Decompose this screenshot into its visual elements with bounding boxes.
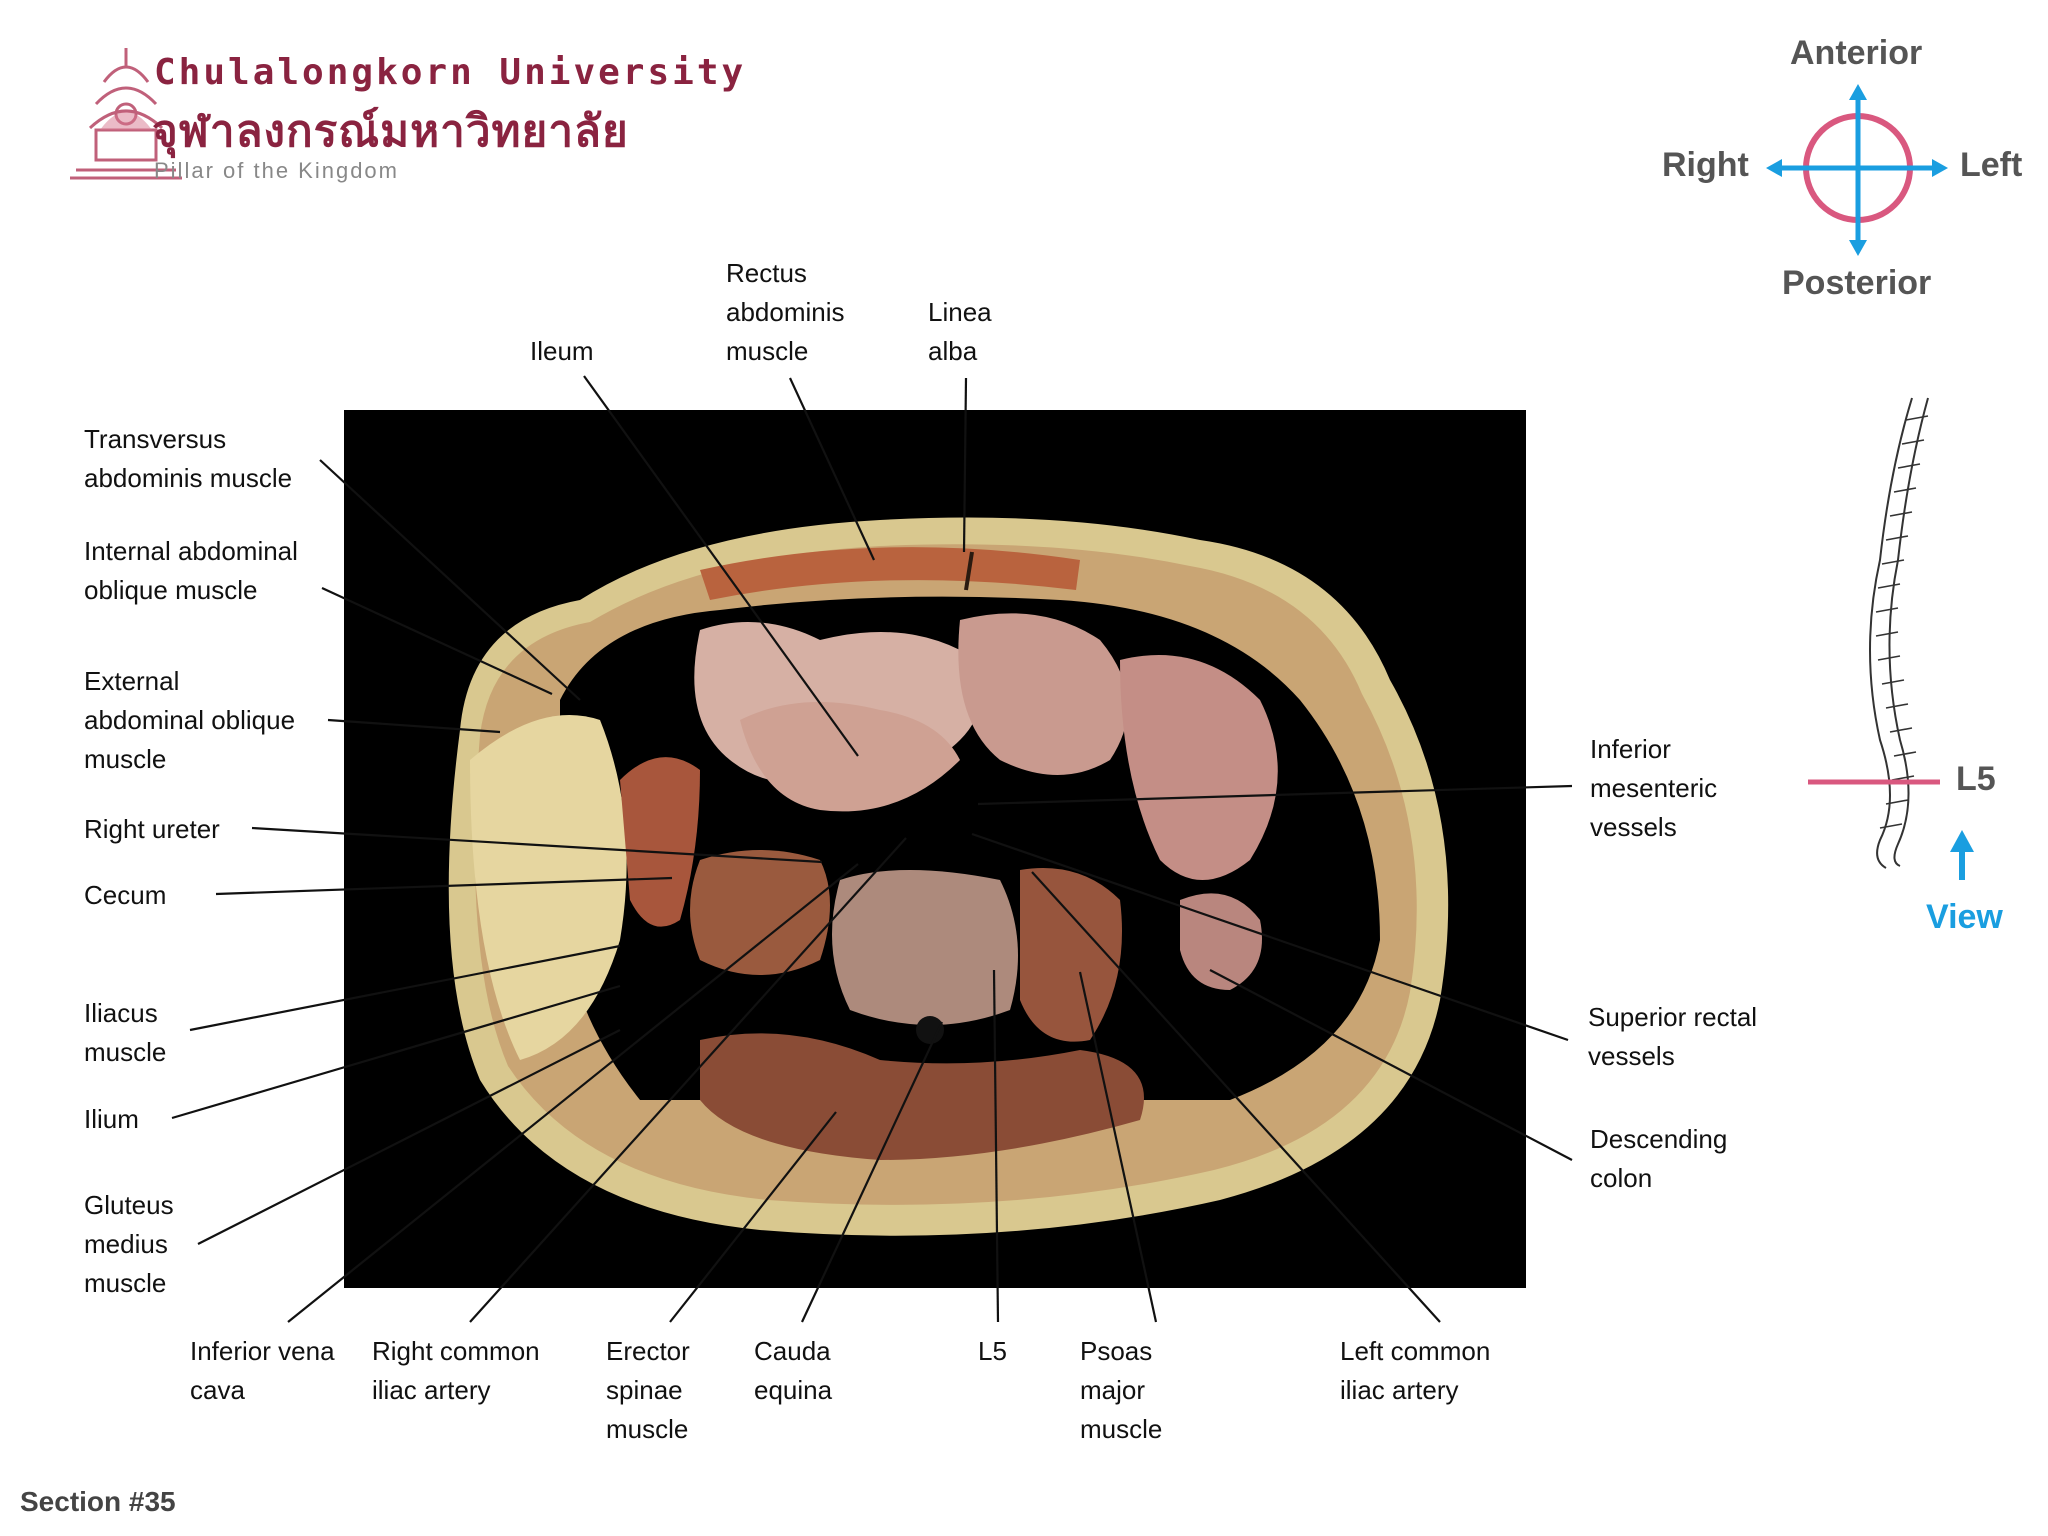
leader-line-cecum (215, 876, 673, 896)
view-label: View (1926, 898, 2003, 936)
arrow-left-icon (1766, 159, 1782, 177)
orientation-right: Right (1662, 146, 1749, 184)
label-right-ureter: Right ureter (84, 814, 220, 844)
leader-line-inferior-mesenteric (977, 784, 1573, 806)
spine-level-label: L5 (1956, 760, 1996, 798)
leader-line-linea-alba (962, 377, 968, 553)
leader-line-right-ureter (251, 826, 823, 864)
leader-line-l5 (992, 969, 1000, 1323)
orientation-left: Left (1960, 146, 2023, 184)
leader-line-right-iliac (469, 837, 907, 1323)
arrow-up-icon (1849, 84, 1867, 100)
view-arrow-icon (1950, 830, 1974, 880)
logo-name-en: Chulalongkorn University (154, 52, 747, 93)
label-l5: L5 (978, 1336, 1007, 1366)
section-number: Section #35 (20, 1486, 176, 1517)
spine-icon (1869, 397, 1929, 869)
label-ilium: Ilium (84, 1104, 139, 1134)
leader-line-left-iliac (1031, 871, 1441, 1323)
orientation-anterior: Anterior (1790, 34, 1923, 72)
leader-line-external-oblique (327, 718, 501, 734)
leader-line-iliacus (189, 944, 621, 1032)
arrow-down-icon (1849, 240, 1867, 256)
arrow-right-icon (1932, 159, 1948, 177)
leader-line-descending-colon (1209, 969, 1573, 1161)
logo-tagline: Pillar of the Kingdom (154, 158, 399, 183)
leader-line-internal-oblique (321, 587, 553, 695)
specimen-cross-section (448, 517, 1449, 1236)
logo-name-th: จุฬาลงกรณ์มหาวิทยาลัย (152, 106, 629, 157)
leader-line-ileum (583, 375, 859, 757)
orientation-compass (1766, 84, 1948, 256)
leader-line-ivc (287, 863, 859, 1323)
leader-lines (171, 375, 1573, 1323)
leader-line-cauda (801, 1021, 943, 1323)
leader-line-superior-rectal (971, 832, 1569, 1042)
leader-line-erector (669, 1111, 837, 1323)
leader-line-transversus (319, 459, 581, 701)
university-emblem-icon (70, 48, 182, 180)
orientation-posterior: Posterior (1782, 264, 1932, 302)
leader-line-rectus (789, 377, 875, 561)
label-cecum: Cecum (84, 880, 167, 910)
leader-line-gluteus (197, 1029, 621, 1245)
label-ileum: Ileum (530, 336, 594, 366)
leader-line-psoas (1078, 971, 1158, 1323)
leader-line-ilium (171, 984, 621, 1120)
